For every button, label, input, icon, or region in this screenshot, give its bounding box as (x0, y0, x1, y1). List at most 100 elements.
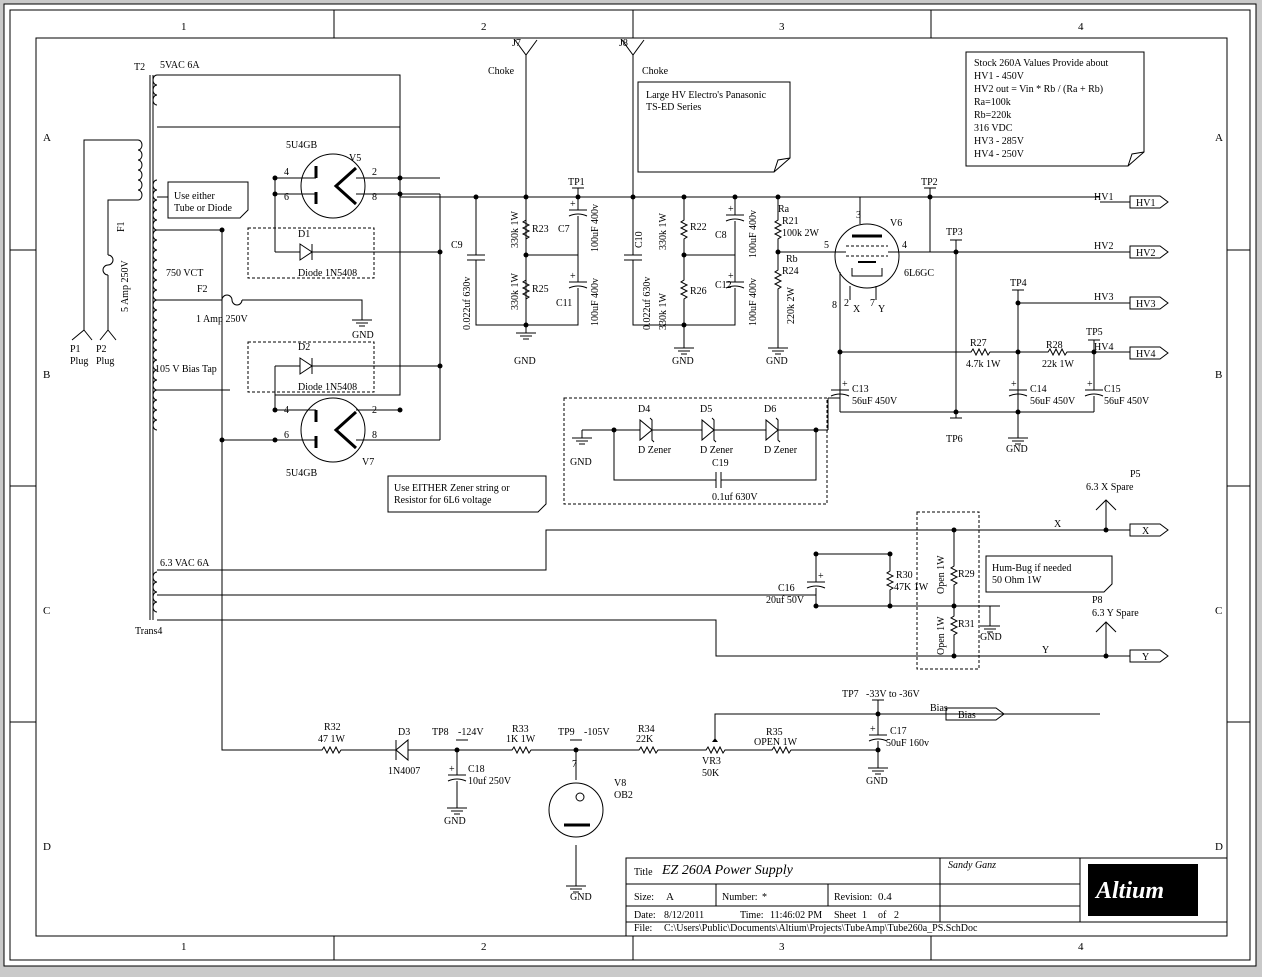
d1-label: D1 (298, 229, 310, 240)
revision-value: 0.4 (878, 891, 892, 903)
j8-choke: Choke (642, 66, 669, 77)
size-label: Size: (634, 892, 654, 903)
col-label-1: 1 (181, 21, 187, 33)
v8-pin7: 7 (572, 759, 577, 770)
hv1-net: HV1 (1094, 192, 1113, 203)
x-net: X (1054, 519, 1062, 530)
r22-label: R22 (690, 222, 707, 233)
svg-text:+: + (842, 379, 848, 390)
tp8-label: TP8 (432, 727, 449, 738)
d4-label: D4 (638, 404, 650, 415)
svg-text:+: + (570, 199, 576, 210)
row-label-c: C (43, 605, 50, 617)
750vct-label: 750 VCT (166, 268, 203, 279)
tp4-label: TP4 (1010, 278, 1027, 289)
gnd-c14: GND (1006, 444, 1028, 455)
v8-label: V8 (614, 778, 626, 789)
c10-value: 0.022uf 630v (642, 277, 653, 330)
j8-label: J8 (619, 38, 628, 49)
c15-value: 56uF 450V (1104, 396, 1150, 407)
d2-label: D2 (298, 342, 310, 353)
hv3-port[interactable]: HV3 (1136, 299, 1155, 310)
c19-label: C19 (712, 458, 729, 469)
p8-value: 6.3 Y Spare (1092, 608, 1139, 619)
r34-value: 22K (636, 734, 654, 745)
d4-value: D Zener (638, 445, 672, 456)
c11-label: C11 (556, 298, 572, 309)
c8-label: C8 (715, 230, 727, 241)
p5-label: P5 (1130, 469, 1141, 480)
y-port[interactable]: Y (1142, 652, 1149, 663)
col-label-1-bottom: 1 (181, 941, 187, 953)
row-label-b: B (43, 369, 50, 381)
svg-text:Hum-Bug if needed: Hum-Bug if needed (992, 563, 1071, 574)
gnd-r25: GND (514, 356, 536, 367)
r32-value: 47 1W (318, 734, 346, 745)
c7-label: C7 (558, 224, 570, 235)
r25-label: R25 (532, 284, 549, 295)
number-label: Number: (722, 892, 758, 903)
r21-label: R21 (782, 216, 799, 227)
tube-v7 (300, 397, 366, 463)
r24-value: 220k 2W (786, 287, 797, 325)
v6-pin2: 2 (844, 298, 849, 309)
p1-plug: Plug (70, 356, 88, 367)
hv2-port[interactable]: HV2 (1136, 248, 1155, 259)
r35-label: R35 (766, 727, 783, 738)
tube-v5 (300, 153, 366, 219)
v6-x: X (853, 304, 861, 315)
c17-label: C17 (890, 726, 907, 737)
svg-text:Ra=100k: Ra=100k (974, 97, 1011, 108)
c8-value: 100uF 400v (748, 210, 759, 258)
r22-value: 330k 1W (658, 293, 669, 331)
svg-text:Use EITHER Zener string or: Use EITHER Zener string or (394, 483, 510, 494)
v8-type: OB2 (614, 790, 633, 801)
bias-port[interactable]: Bias (958, 710, 976, 721)
col-label-3-bottom: 3 (779, 941, 785, 953)
tp8-value: -124V (458, 727, 484, 738)
p5-value: 6.3 X Spare (1086, 482, 1134, 493)
v7-label: V7 (362, 457, 374, 468)
c14-value: 56uF 450V (1030, 396, 1076, 407)
d5-value: D Zener (700, 445, 734, 456)
c13-value: 56uF 450V (852, 396, 898, 407)
transformer-t2 (137, 74, 158, 620)
col-label-2: 2 (481, 21, 487, 33)
d6-label: D6 (764, 404, 776, 415)
gnd-c17: GND (866, 776, 888, 787)
v5-pin2: 2 (372, 167, 377, 178)
c9-value: 0.022uf 630v (462, 277, 473, 330)
v5-type: 5U4GB (286, 140, 317, 151)
r30-label: R30 (896, 570, 913, 581)
tp9-value: -105V (584, 727, 610, 738)
hv1-port[interactable]: HV1 (1136, 198, 1155, 209)
d1-box (247, 227, 375, 279)
x-port[interactable]: X (1142, 526, 1150, 537)
file-path: C:\Users\Public\Documents\Altium\Project… (664, 923, 978, 934)
v5-pin6: 6 (284, 192, 289, 203)
r32-label: R32 (324, 722, 341, 733)
c12-value: 100uF 400v (748, 278, 759, 326)
rb-label: Rb (786, 254, 798, 265)
date-value: 8/12/2011 (664, 910, 704, 921)
r25-value: 330k 1W (510, 273, 521, 311)
number-value: * (762, 892, 767, 903)
r26-label: R26 (690, 286, 707, 297)
c10-label: C10 (634, 231, 645, 248)
d2-value: Diode 1N5408 (298, 382, 357, 393)
svg-text:Large HV Electro's Panasonic: Large HV Electro's Panasonic (646, 90, 767, 101)
c16-value: 20uf 50V (766, 595, 805, 606)
tp5-label: TP5 (1086, 327, 1103, 338)
hv4-net: HV4 (1094, 342, 1113, 353)
v5-label: V5 (349, 153, 361, 164)
svg-text:Resistor for 6L6 voltage: Resistor for 6L6 voltage (394, 495, 492, 506)
svg-text:Stock 260A Values Provide abou: Stock 260A Values Provide about (974, 58, 1108, 69)
6-3vac-label: 6.3 VAC 6A (160, 558, 210, 569)
r33-label: R33 (512, 724, 529, 735)
hv4-port[interactable]: HV4 (1136, 349, 1155, 360)
author: Sandy Ganz (948, 860, 996, 871)
svg-text:HV1 - 450V: HV1 - 450V (974, 71, 1025, 82)
tp7-value: -33V to -36V (866, 689, 920, 700)
c18-label: C18 (468, 764, 485, 775)
